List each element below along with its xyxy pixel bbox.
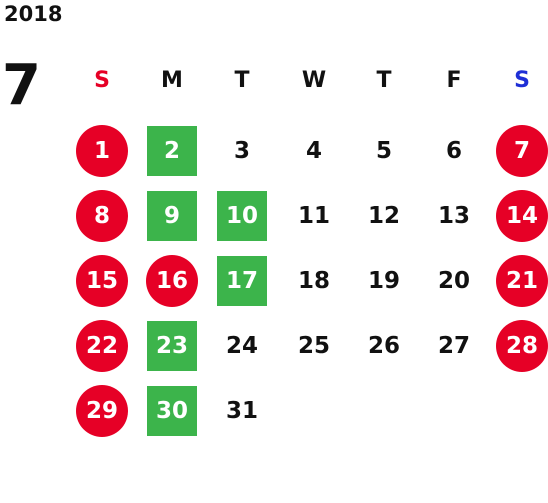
day-21: 21 xyxy=(496,255,548,307)
day-24: 24 xyxy=(225,333,258,359)
day-7: 7 xyxy=(496,125,548,177)
day-23: 23 xyxy=(147,321,197,371)
day-28: 28 xyxy=(496,320,548,372)
day-5: 5 xyxy=(375,138,392,164)
day-14: 14 xyxy=(496,190,548,242)
day-15: 15 xyxy=(76,255,128,307)
day-19: 19 xyxy=(367,268,400,294)
day-6: 6 xyxy=(445,138,462,164)
day-17: 17 xyxy=(217,256,267,306)
day-4: 4 xyxy=(305,138,322,164)
day-16: 16 xyxy=(146,255,198,307)
day-3: 3 xyxy=(233,138,250,164)
day-11: 11 xyxy=(297,203,330,229)
day-10: 10 xyxy=(217,191,267,241)
weekday-header-fri: F xyxy=(446,68,462,93)
calendar-month: 7 xyxy=(2,53,41,118)
day-22: 22 xyxy=(76,320,128,372)
day-20: 20 xyxy=(437,268,470,294)
weekday-header-wed: W xyxy=(301,68,327,93)
weekday-header-mon: M xyxy=(161,68,183,93)
day-27: 27 xyxy=(437,333,470,359)
day-26: 26 xyxy=(367,333,400,359)
day-30: 30 xyxy=(147,386,197,436)
weekday-header-tue: T xyxy=(234,68,250,93)
weekday-header-sat: S xyxy=(514,68,530,93)
day-25: 25 xyxy=(297,333,330,359)
day-9: 9 xyxy=(147,191,197,241)
day-2: 2 xyxy=(147,126,197,176)
day-12: 12 xyxy=(367,203,400,229)
weekday-header-thu: T xyxy=(376,68,392,93)
day-1: 1 xyxy=(76,125,128,177)
day-18: 18 xyxy=(297,268,330,294)
day-31: 31 xyxy=(225,398,258,424)
day-8: 8 xyxy=(76,190,128,242)
day-13: 13 xyxy=(437,203,470,229)
calendar-year: 2018 xyxy=(4,2,63,26)
day-29: 29 xyxy=(76,385,128,437)
weekday-header-sun: S xyxy=(94,68,110,93)
